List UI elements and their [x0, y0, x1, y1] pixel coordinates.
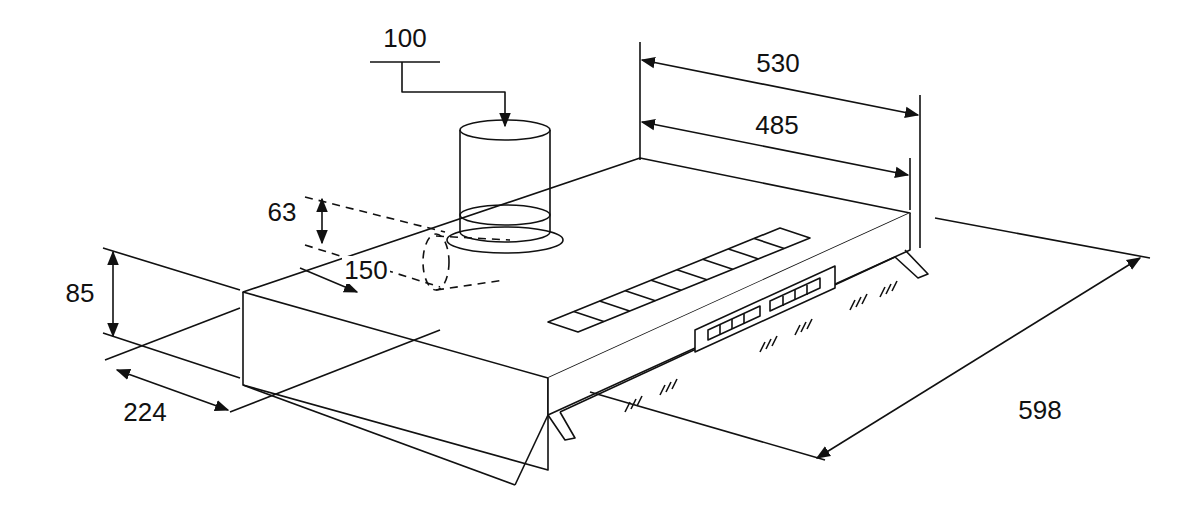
- vent-slat: [703, 259, 733, 269]
- dimension-label: 485: [753, 111, 800, 139]
- dimension-label: 224: [121, 398, 168, 426]
- grille-mark: [660, 379, 677, 395]
- grille-mark: [880, 281, 897, 297]
- dimension-label: 63: [266, 198, 299, 226]
- vent-slat: [600, 301, 630, 311]
- vent-slat: [625, 291, 655, 301]
- vent-slat: [728, 249, 758, 259]
- vent-slat: [677, 270, 707, 280]
- grille-mark: [850, 294, 867, 310]
- vent-slat: [651, 280, 681, 290]
- vent-slat: [574, 312, 604, 322]
- dimension-label: 530: [754, 49, 801, 77]
- grille-mark: [760, 336, 777, 352]
- dimension-label: 598: [1016, 396, 1063, 424]
- dimension-label: 100: [381, 24, 428, 52]
- dimension-label: 85: [64, 279, 97, 307]
- dimension-label: 150: [342, 256, 389, 284]
- grille-mark: [795, 319, 812, 335]
- vent-slat: [754, 238, 784, 248]
